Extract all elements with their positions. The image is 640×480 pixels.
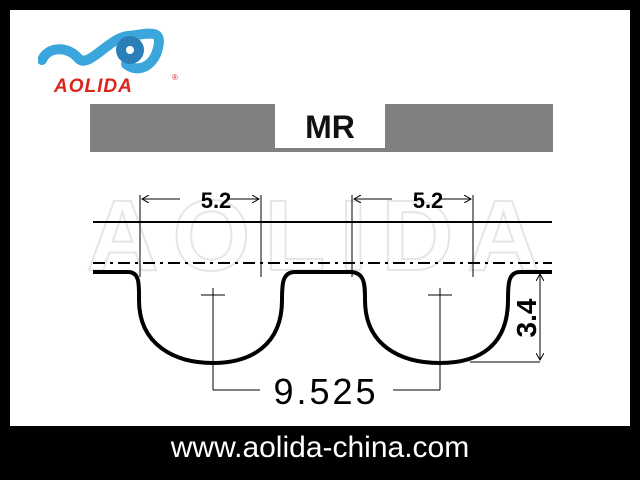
tooth-width-left: 5.2: [201, 188, 232, 213]
tooth-width-right: 5.2: [413, 188, 444, 213]
logo-text: AOLIDA: [54, 76, 133, 97]
watermark: AOLIDA: [86, 180, 553, 292]
model-label: MR: [275, 104, 385, 148]
website-url: www.aolida-china.com: [170, 431, 470, 464]
pitch-label: 9.525: [273, 371, 378, 412]
logo-belt-icon: [38, 28, 164, 74]
drawing-panel: [10, 10, 630, 426]
registered-mark: ®: [172, 73, 178, 82]
height-label: 3.4: [511, 298, 542, 337]
belt-profile: [93, 270, 552, 366]
